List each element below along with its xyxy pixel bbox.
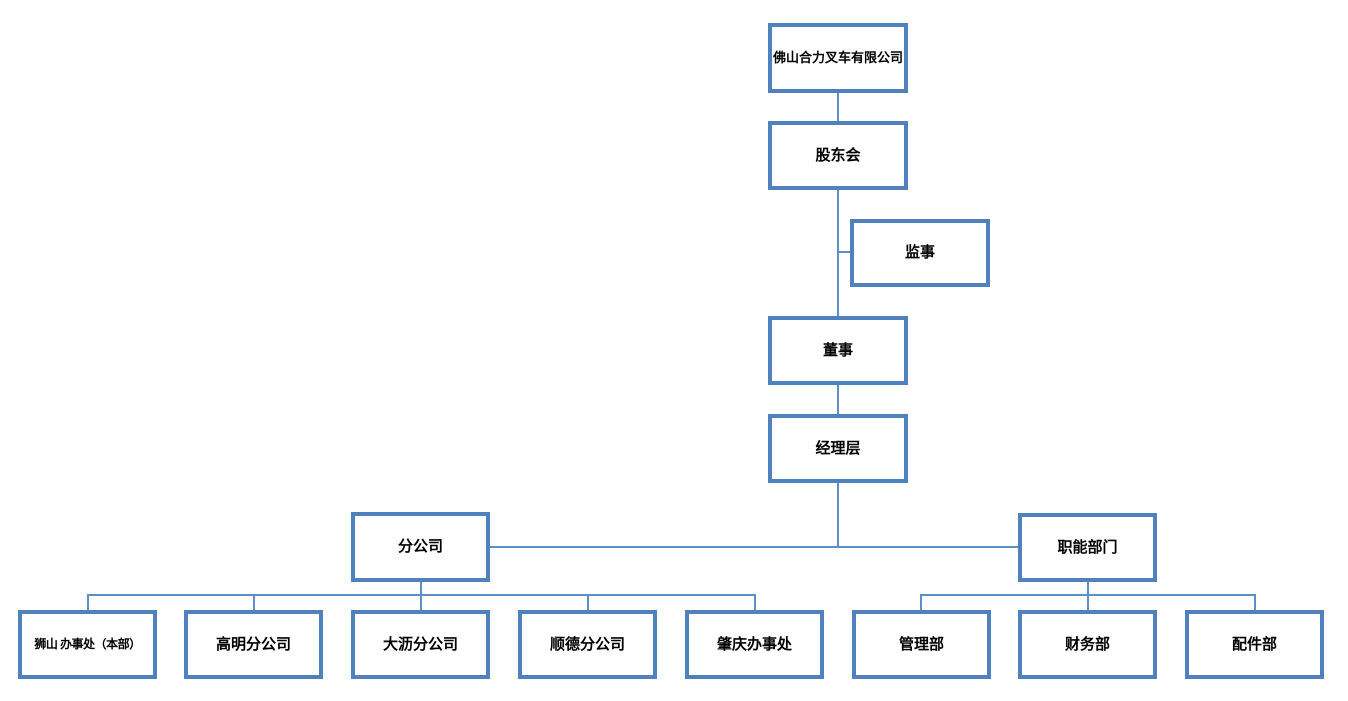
org-node-dept-parts: 配件部 bbox=[1185, 610, 1324, 679]
connector-branches-down bbox=[420, 582, 422, 595]
connector-shareholders-director bbox=[837, 190, 839, 316]
org-node-functional-group: 职能部门 bbox=[1018, 513, 1157, 582]
org-node-branch-office-zhaoqing: 肇庆办事处 bbox=[685, 610, 824, 679]
connector-drop-guanlibu bbox=[920, 595, 922, 610]
connector-branches-functional-horizontal bbox=[490, 546, 1018, 548]
connector-supervisor-spur bbox=[839, 251, 851, 253]
org-node-shareholders: 股东会 bbox=[768, 121, 908, 190]
org-node-branch-office-shishan: 狮山 办事处（本部） bbox=[18, 610, 157, 679]
connector-drop-caiwubu bbox=[1087, 595, 1089, 610]
org-node-dept-finance: 财务部 bbox=[1018, 610, 1157, 679]
org-node-branch-office-shunde: 顺德分公司 bbox=[518, 610, 657, 679]
connector-drop-gaoming bbox=[253, 595, 255, 610]
connector-drop-dali bbox=[420, 595, 422, 610]
org-node-branch-group: 分公司 bbox=[351, 512, 490, 582]
org-node-branch-office-gaoming: 高明分公司 bbox=[184, 610, 323, 679]
org-node-management: 经理层 bbox=[768, 414, 908, 483]
connector-drop-shunde bbox=[587, 595, 589, 610]
org-node-supervisor: 监事 bbox=[850, 219, 990, 287]
org-node-branch-office-dali: 大沥分公司 bbox=[351, 610, 490, 679]
connector-drop-zhaoqing bbox=[754, 595, 756, 610]
connector-management-down bbox=[837, 483, 839, 546]
connector-drop-shishan bbox=[87, 595, 89, 610]
org-node-dept-management: 管理部 bbox=[852, 610, 991, 679]
connector-director-management bbox=[837, 385, 839, 415]
org-node-company: 佛山合力叉车有限公司 bbox=[768, 23, 908, 93]
connector-drop-peijianbu bbox=[1254, 595, 1256, 610]
connector-functional-down bbox=[1087, 582, 1089, 595]
org-node-director: 董事 bbox=[768, 316, 908, 385]
connector-company-shareholders bbox=[837, 92, 839, 122]
